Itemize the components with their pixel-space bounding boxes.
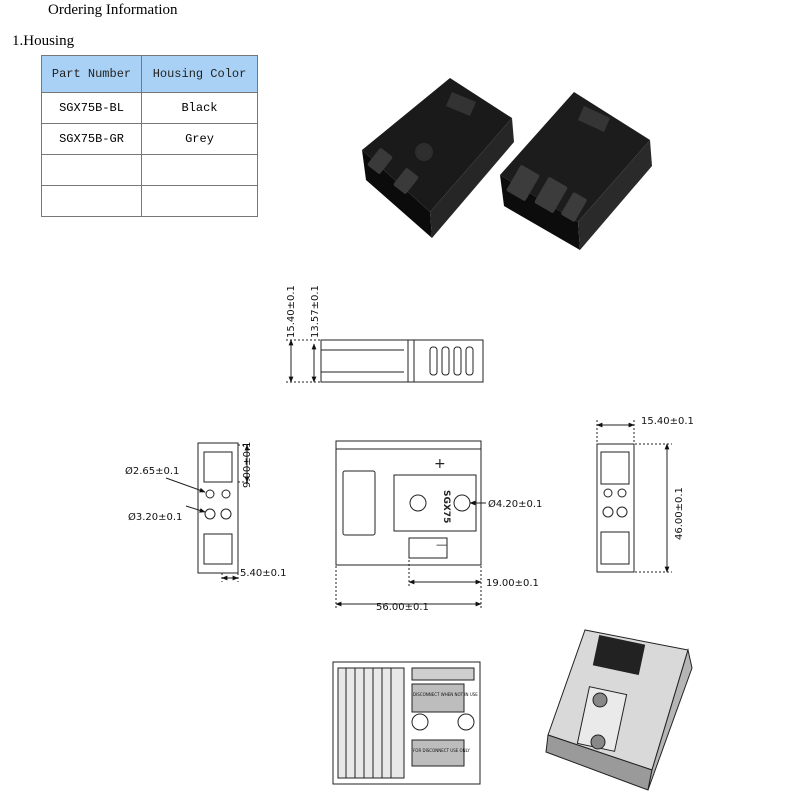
housing-table: Part Number Housing Color SGX75B-BL Blac… [41,55,258,217]
dim-front-hole-small: Ø2.65±0.1 [125,465,179,477]
model-marking: SGX75 [441,490,451,523]
dim-top-offset: 19.00±0.1 [486,578,539,589]
dim-front-base-width: 5.40±0.1 [240,568,287,579]
front-view-drawing [165,442,250,582]
side-view-drawing [286,339,484,383]
table-row: SGX75B-BL Black [41,92,258,124]
table-row: SGX75B-GR Grey [41,123,258,155]
cell-part-number [41,154,142,186]
column-header-part-number: Part Number [41,55,142,93]
isometric-view-drawing [545,629,693,791]
page-title: Ordering Information [48,2,178,18]
dim-top-hole: Ø4.20±0.1 [488,498,542,510]
cell-part-number: SGX75B-BL [41,92,142,124]
connector-photo-right [500,92,652,250]
dim-side-height-inner: 13.57±0.1 [310,285,321,338]
table-row [41,185,258,217]
bottom-view-drawing [332,661,481,785]
cell-housing-color: Black [141,92,258,124]
minus-marking: — [436,538,447,551]
top-view-drawing [335,440,486,610]
dim-front-slot-height: 9.00±0.1 [242,441,253,488]
column-header-housing-color: Housing Color [141,55,258,93]
table-header-row: Part Number Housing Color [41,55,258,93]
label-disconnect-text: FOR DISCONNECT USE ONLY [413,748,470,753]
cell-part-number [41,185,142,217]
connector-photo-left [362,78,514,238]
dim-top-length: 56.00±0.1 [376,602,429,613]
dim-end-width: 46.00±0.1 [674,487,685,540]
cell-housing-color [141,185,258,217]
cell-part-number: SGX75B-GR [41,123,142,155]
product-photo [362,78,652,250]
end-view-drawing [596,420,672,573]
section-heading: 1.Housing [12,33,75,49]
dim-end-thickness: 15.40±0.1 [641,416,694,427]
cell-housing-color: Grey [141,123,258,155]
label-warning-text: DISCONNECT WHEN NOT IN USE [413,692,478,697]
dim-front-hole-large: Ø3.20±0.1 [128,511,182,523]
plus-marking: + [434,456,446,472]
dim-side-height-outer: 15.40±0.1 [286,285,297,338]
